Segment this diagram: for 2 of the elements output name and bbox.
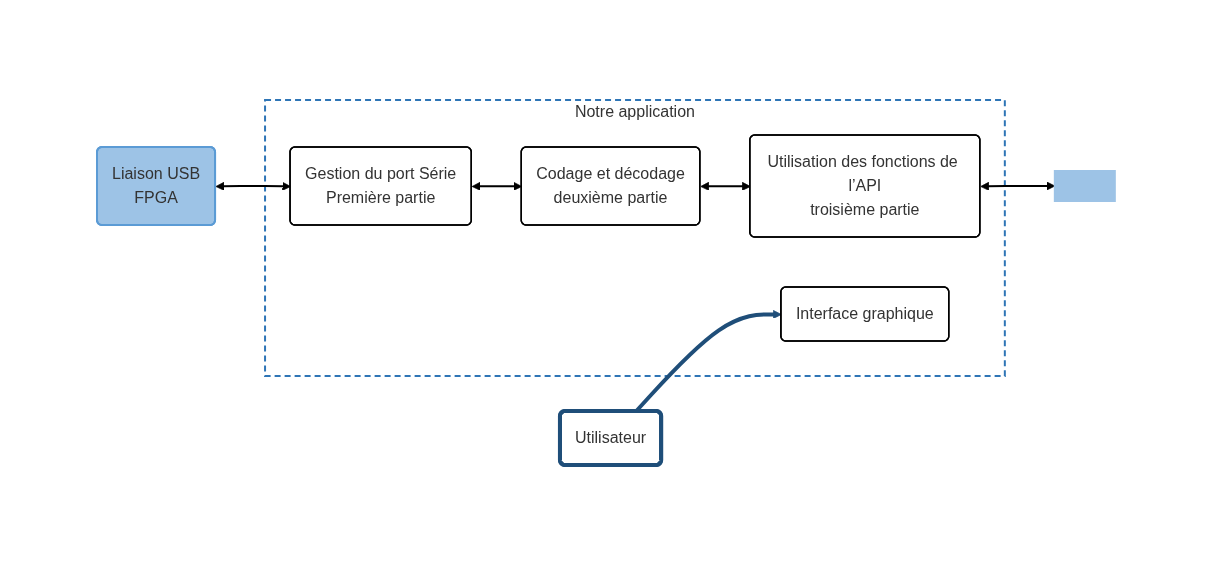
node-box — [1053, 170, 1116, 202]
arrow — [979, 181, 1055, 191]
